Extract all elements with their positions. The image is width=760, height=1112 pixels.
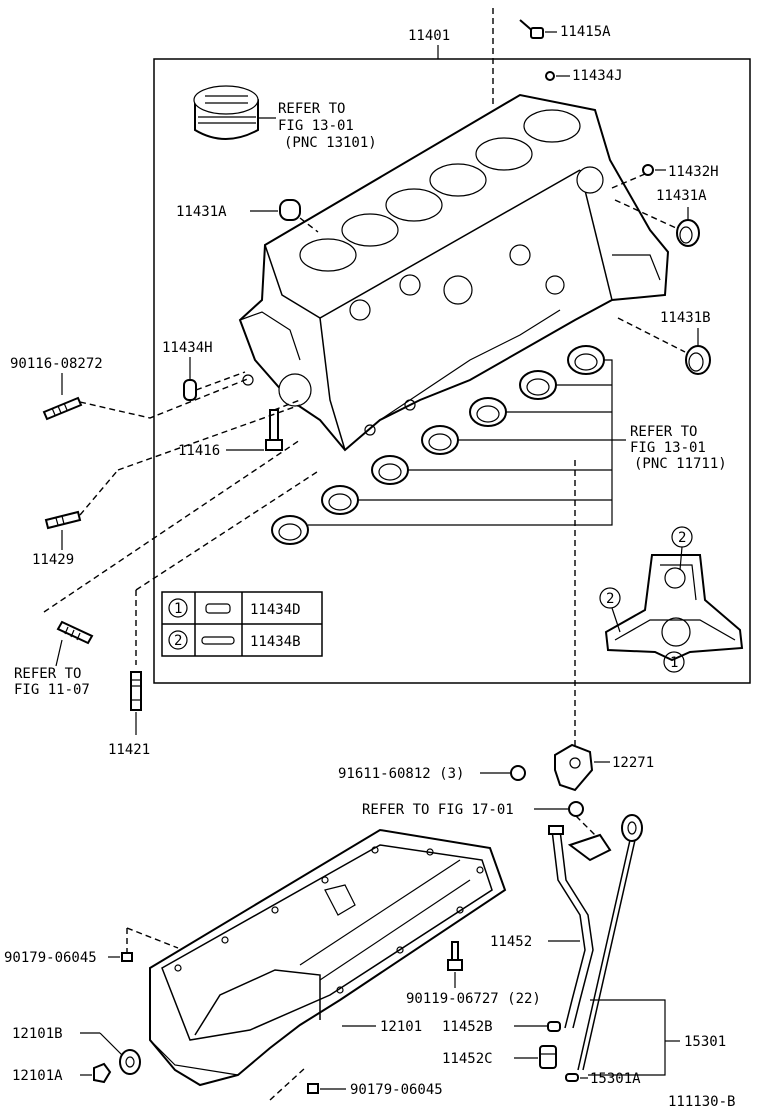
- drain-plug-12101a-icon: [93, 1062, 112, 1084]
- label-11415a[interactable]: 11415A: [560, 24, 611, 40]
- label-11401[interactable]: 11401: [408, 28, 450, 44]
- bolt-90179-bottom-icon: [307, 1083, 319, 1094]
- legend-2-part[interactable]: 11434B: [250, 634, 301, 650]
- cup-11431b-icon: [685, 345, 711, 375]
- ref-1107-line1: REFER TO: [14, 666, 81, 682]
- label-11421[interactable]: 11421: [108, 742, 150, 758]
- cup-11431a-right-icon: [676, 219, 700, 247]
- bearing-ref-line3[interactable]: (PNC 11711): [634, 456, 727, 472]
- label-12101[interactable]: 12101: [380, 1019, 422, 1035]
- figure-code: 111130-B: [668, 1094, 735, 1110]
- label-11431a-left[interactable]: 11431A: [176, 204, 227, 220]
- label-11452c[interactable]: 11452C: [442, 1051, 493, 1067]
- label-15301[interactable]: 15301: [684, 1034, 726, 1050]
- plug-11434j-icon: [545, 71, 555, 81]
- label-91611-60812[interactable]: 91611-60812 (3): [338, 766, 464, 782]
- bolt-90179-left-icon: [121, 952, 133, 962]
- label-11416[interactable]: 11416: [178, 443, 220, 459]
- ref-1107-line2[interactable]: FIG 11-07: [14, 682, 90, 698]
- bolt-11415a-icon: [519, 19, 544, 39]
- stud-90116-icon: [42, 396, 83, 421]
- tube-11452-icon: [548, 825, 612, 1029]
- pin-11434h-icon: [183, 379, 197, 401]
- label-90179-06045-bottom[interactable]: 90179-06045: [350, 1082, 443, 1098]
- inset-callout-1-bottom: 1: [670, 655, 678, 671]
- piston-icon: [193, 85, 259, 140]
- label-11452[interactable]: 11452: [490, 934, 532, 950]
- label-12101b[interactable]: 12101B: [12, 1026, 63, 1042]
- label-90116-08272[interactable]: 90116-08272: [10, 356, 103, 372]
- cup-11431a-left-icon: [279, 199, 301, 221]
- stud-11421-icon: [130, 671, 142, 711]
- legend-1-part[interactable]: 11434D: [250, 602, 301, 618]
- label-11434h[interactable]: 11434H: [162, 340, 213, 356]
- label-11432h[interactable]: 11432H: [668, 164, 719, 180]
- bolt-90119-icon: [447, 941, 463, 971]
- legend-table: [161, 591, 323, 657]
- label-11431a-right[interactable]: 11431A: [656, 188, 707, 204]
- cylinder-block-frame: [153, 58, 751, 684]
- stud-refer-1107-icon: [56, 620, 94, 645]
- stud-11429-icon: [44, 510, 82, 530]
- piston-ref-line3[interactable]: (PNC 13101): [284, 135, 377, 151]
- legend-2-number: 2: [174, 633, 182, 649]
- bracket-12271-icon: [554, 743, 594, 792]
- gasket-12101b-icon: [119, 1049, 141, 1075]
- inset-rear-view-icon: [604, 554, 744, 662]
- label-11452b[interactable]: 11452B: [442, 1019, 493, 1035]
- piston-ref-line1: REFER TO: [278, 101, 345, 117]
- cylinder-block-icon: [238, 93, 670, 452]
- label-11429[interactable]: 11429: [32, 552, 74, 568]
- label-refer-1701[interactable]: REFER TO FIG 17-01: [362, 802, 514, 818]
- label-90179-06045-left[interactable]: 90179-06045: [4, 950, 97, 966]
- label-15301a[interactable]: 15301A: [590, 1071, 641, 1087]
- oil-pan-icon: [149, 828, 507, 1087]
- label-90119-06727[interactable]: 90119-06727 (22): [406, 991, 541, 1007]
- plug-11452c-icon: [539, 1045, 557, 1069]
- label-12101a[interactable]: 12101A: [12, 1068, 63, 1084]
- bolt-1701-icon: [568, 801, 584, 817]
- label-11434j[interactable]: 11434J: [572, 68, 623, 84]
- ring-15301a-icon: [565, 1073, 579, 1082]
- ring-11452b-icon: [547, 1021, 561, 1032]
- inset-callout-1-bottom-icon: [663, 651, 685, 673]
- bolt-11416-icon: [265, 409, 283, 451]
- piston-ref-line2: FIG 13-01: [278, 118, 354, 134]
- bearing-ref-line2: FIG 13-01: [630, 440, 706, 456]
- bearing-set-icon: [271, 345, 605, 545]
- inset-callout-2-top: 2: [678, 530, 686, 546]
- label-11431b[interactable]: 11431B: [660, 310, 711, 326]
- inset-callout-2-left-icon: [599, 587, 621, 609]
- label-12271[interactable]: 12271: [612, 755, 654, 771]
- dipstick-15301-icon: [577, 814, 643, 1071]
- legend-1-number: 1: [174, 601, 182, 617]
- bearing-ref-line1: REFER TO: [630, 424, 697, 440]
- plug-11432h-icon: [642, 164, 654, 176]
- nut-91611-icon: [510, 765, 526, 781]
- inset-callout-2-left: 2: [606, 591, 614, 607]
